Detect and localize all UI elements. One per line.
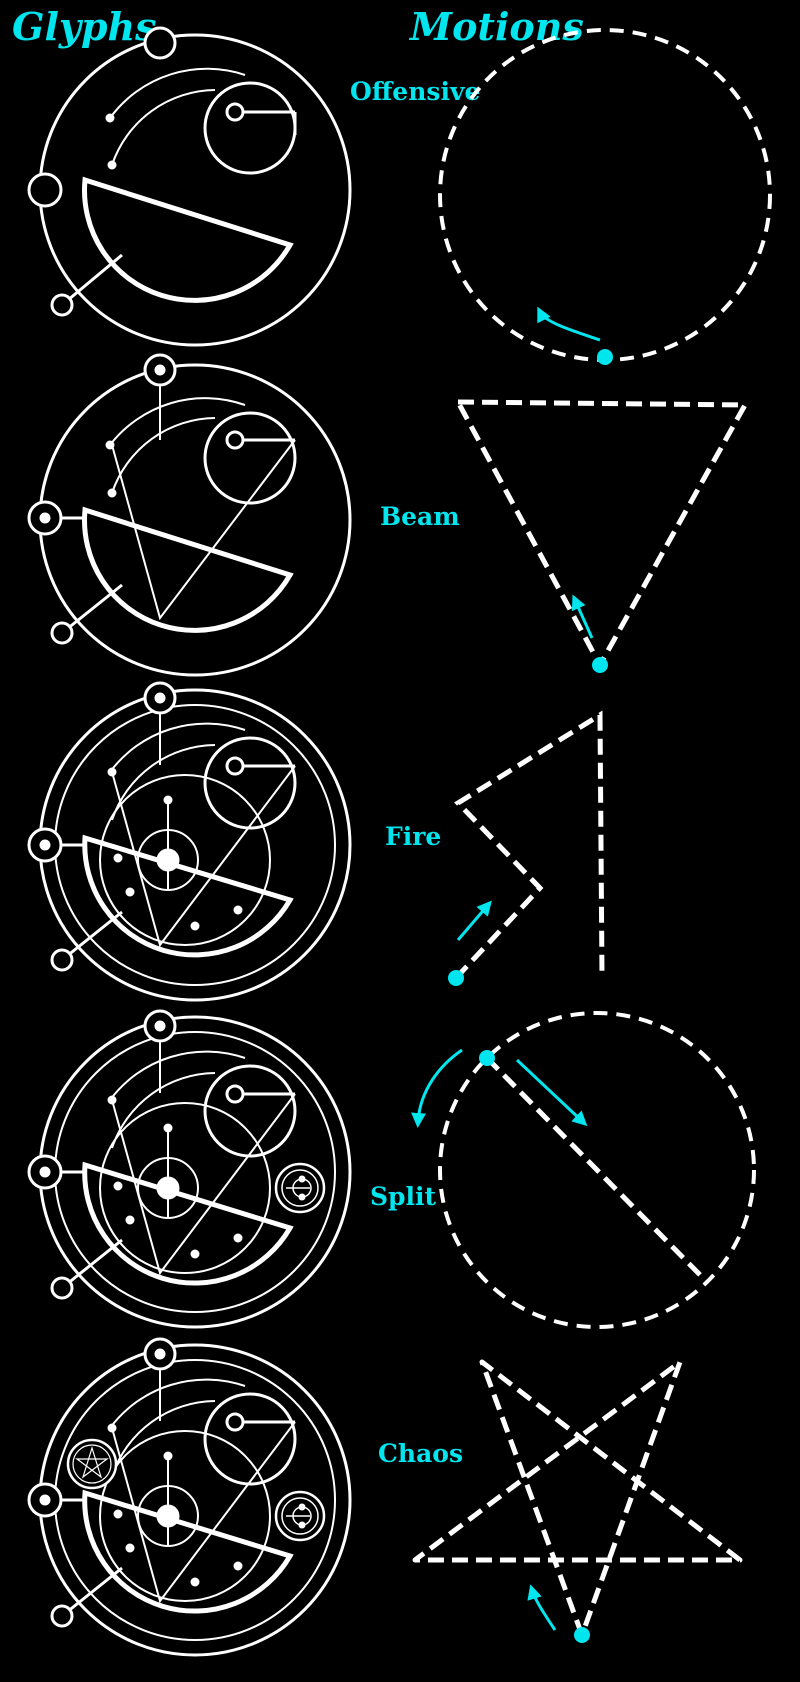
- motion-offensive: [438, 28, 772, 365]
- glyph-beam: [27, 353, 352, 677]
- label-fire: Fire: [385, 822, 441, 851]
- glyph-offensive: [27, 26, 352, 347]
- glyph-split: [27, 1009, 352, 1329]
- label-offensive: Offensive: [350, 77, 480, 106]
- glyph-fire: [27, 681, 352, 1002]
- label-split: Split: [370, 1182, 437, 1211]
- glyph-chaos: [27, 1337, 352, 1657]
- motion-split: [411, 1011, 756, 1329]
- glyphs-header: Glyphs: [12, 4, 157, 49]
- label-beam: Beam: [380, 502, 460, 531]
- label-chaos: Chaos: [378, 1439, 463, 1468]
- motions-header: Motions: [408, 4, 584, 49]
- motion-beam: [453, 399, 750, 673]
- motion-fire: [448, 710, 605, 986]
- motion-chaos: [412, 1359, 743, 1643]
